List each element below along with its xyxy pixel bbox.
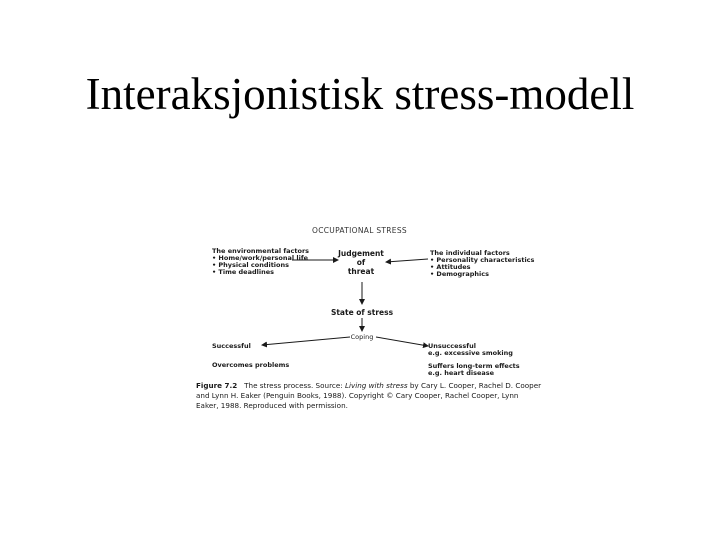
state-of-stress: State of stress — [330, 308, 394, 317]
arrow-individual-to-judgement — [385, 258, 429, 265]
individual-factors: The individual factors • Personality cha… — [430, 250, 534, 278]
unsuccessful-line: e.g. excessive smoking — [428, 349, 513, 357]
diagram-heading: OCCUPATIONAL STRESS — [312, 226, 407, 235]
judgement-line: of — [356, 258, 366, 267]
judgement-line: Judgement — [338, 249, 384, 258]
suffers-line: Suffers long-term effects — [428, 362, 520, 370]
environmental-item: • Home/work/personal life — [212, 254, 309, 262]
individual-item: • Personality characteristics — [430, 256, 535, 264]
environmental-item: • Time deadlines — [212, 268, 274, 276]
unsuccessful-line: Unsuccessful — [428, 342, 476, 350]
figure-caption: Figure 7.2 The stress process. Source: L… — [196, 381, 541, 411]
coping-label: Coping — [350, 333, 374, 341]
judgement-line: threat — [347, 267, 375, 276]
caption-book-title: Living with stress — [344, 381, 408, 390]
arrow-coping-to-unsuccessful — [375, 336, 429, 349]
individual-item: • Demographics — [430, 270, 489, 278]
environmental-title: The environmental factors — [212, 247, 310, 255]
environmental-item: • Physical conditions — [212, 261, 289, 269]
caption-label: Figure 7.2 — [196, 381, 238, 390]
judgement-of-threat: Judgement of threat — [336, 249, 386, 276]
slide-title: Interaksjonistisk stress-modell — [85, 69, 635, 119]
long-term-effects: Suffers long-term effects e.g. heart dis… — [428, 363, 520, 377]
environmental-factors: The environmental factors • Home/work/pe… — [212, 248, 309, 276]
unsuccessful-outcome: Unsuccessful e.g. excessive smoking — [428, 343, 513, 357]
overcomes-problems-label: Overcomes problems — [212, 361, 290, 369]
successful-label: Successful — [212, 342, 251, 350]
caption-text: by Cary L. Cooper, Rachel D. Cooper — [407, 381, 542, 390]
individual-title: The individual factors — [430, 249, 510, 257]
caption-line-1: Figure 7.2 The stress process. Source: L… — [196, 381, 541, 391]
individual-item: • Attitudes — [430, 263, 471, 271]
caption-text: The stress process. Source: — [244, 381, 345, 390]
caption-line-3: Eaker, 1988. Reproduced with permission. — [196, 401, 348, 410]
suffers-line: e.g. heart disease — [428, 369, 495, 377]
arrow-coping-to-successful — [261, 336, 351, 348]
caption-line-2: and Lynn H. Eaker (Penguin Books, 1988).… — [196, 391, 519, 400]
